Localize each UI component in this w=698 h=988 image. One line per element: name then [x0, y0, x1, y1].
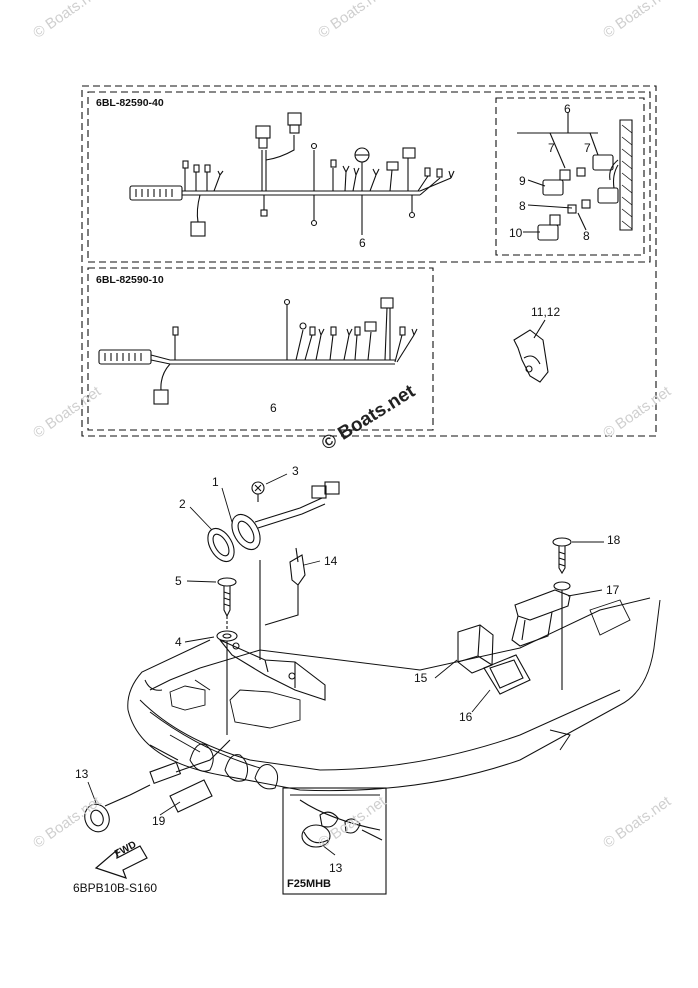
clamp-part — [513, 319, 549, 383]
mounting-bracket — [219, 639, 326, 701]
callout-13: 13 — [75, 767, 89, 781]
plate-part-16 — [483, 654, 531, 695]
kit-lower-code: 6BL-82590-10 — [96, 274, 164, 286]
callout-1: 1 — [212, 475, 219, 489]
bolt-part-5 — [217, 577, 237, 618]
callout-2: 2 — [179, 497, 186, 511]
grommet-part — [207, 527, 235, 563]
callout-13-inset: 13 — [329, 861, 343, 875]
sensor-part-13 — [84, 739, 231, 833]
callout-8b: 8 — [583, 229, 590, 243]
callout-15: 15 — [414, 671, 428, 685]
diagram-id: 6BPB10B-S160 — [73, 881, 158, 895]
bracket-part-17 — [511, 589, 571, 647]
fwd-arrow — [94, 845, 148, 879]
wire-harness-upper — [129, 112, 455, 237]
wire-grommet-plate — [231, 481, 340, 551]
callout-3: 3 — [292, 464, 299, 478]
callout-6-lower: 6 — [270, 401, 277, 415]
callout-11-12: 11,12 — [531, 305, 561, 319]
callout-6-upper: 6 — [359, 236, 366, 250]
wire-harness-lower — [98, 297, 418, 405]
bolt-part-18 — [552, 537, 572, 690]
callout-5: 5 — [175, 574, 182, 588]
callout-17: 17 — [606, 583, 620, 597]
callout-14: 14 — [324, 554, 338, 568]
callout-7a: 7 — [548, 141, 555, 155]
inset-cowling-drawing — [290, 794, 383, 848]
screw-part-3 — [251, 481, 265, 502]
callout-18: 18 — [607, 533, 621, 547]
washer-part-4 — [216, 630, 238, 642]
connector-detail-frame — [495, 97, 645, 256]
grommet-part-15 — [457, 624, 494, 674]
callout-4: 4 — [175, 635, 182, 649]
lower-cowling-outline — [127, 597, 661, 792]
kit-upper-code: 6BL-82590-40 — [96, 97, 164, 109]
callout-9: 9 — [519, 174, 526, 188]
callout-8a: 8 — [519, 199, 526, 213]
kit-group-frame — [81, 85, 657, 437]
callout-10: 10 — [509, 226, 523, 240]
connector-detail-drawing — [517, 112, 633, 241]
variant-inset-frame — [282, 787, 387, 895]
callout-19: 19 — [152, 814, 166, 828]
callout-7b: 7 — [584, 141, 591, 155]
label-sticker-19 — [169, 779, 213, 813]
variant-label: F25MHB — [287, 878, 332, 890]
callout-16: 16 — [459, 710, 473, 724]
clip-part-14 — [289, 547, 306, 586]
callout-leaders — [87, 473, 604, 856]
callout-6-detail: 6 — [564, 102, 571, 116]
kit-upper-frame — [87, 91, 651, 263]
